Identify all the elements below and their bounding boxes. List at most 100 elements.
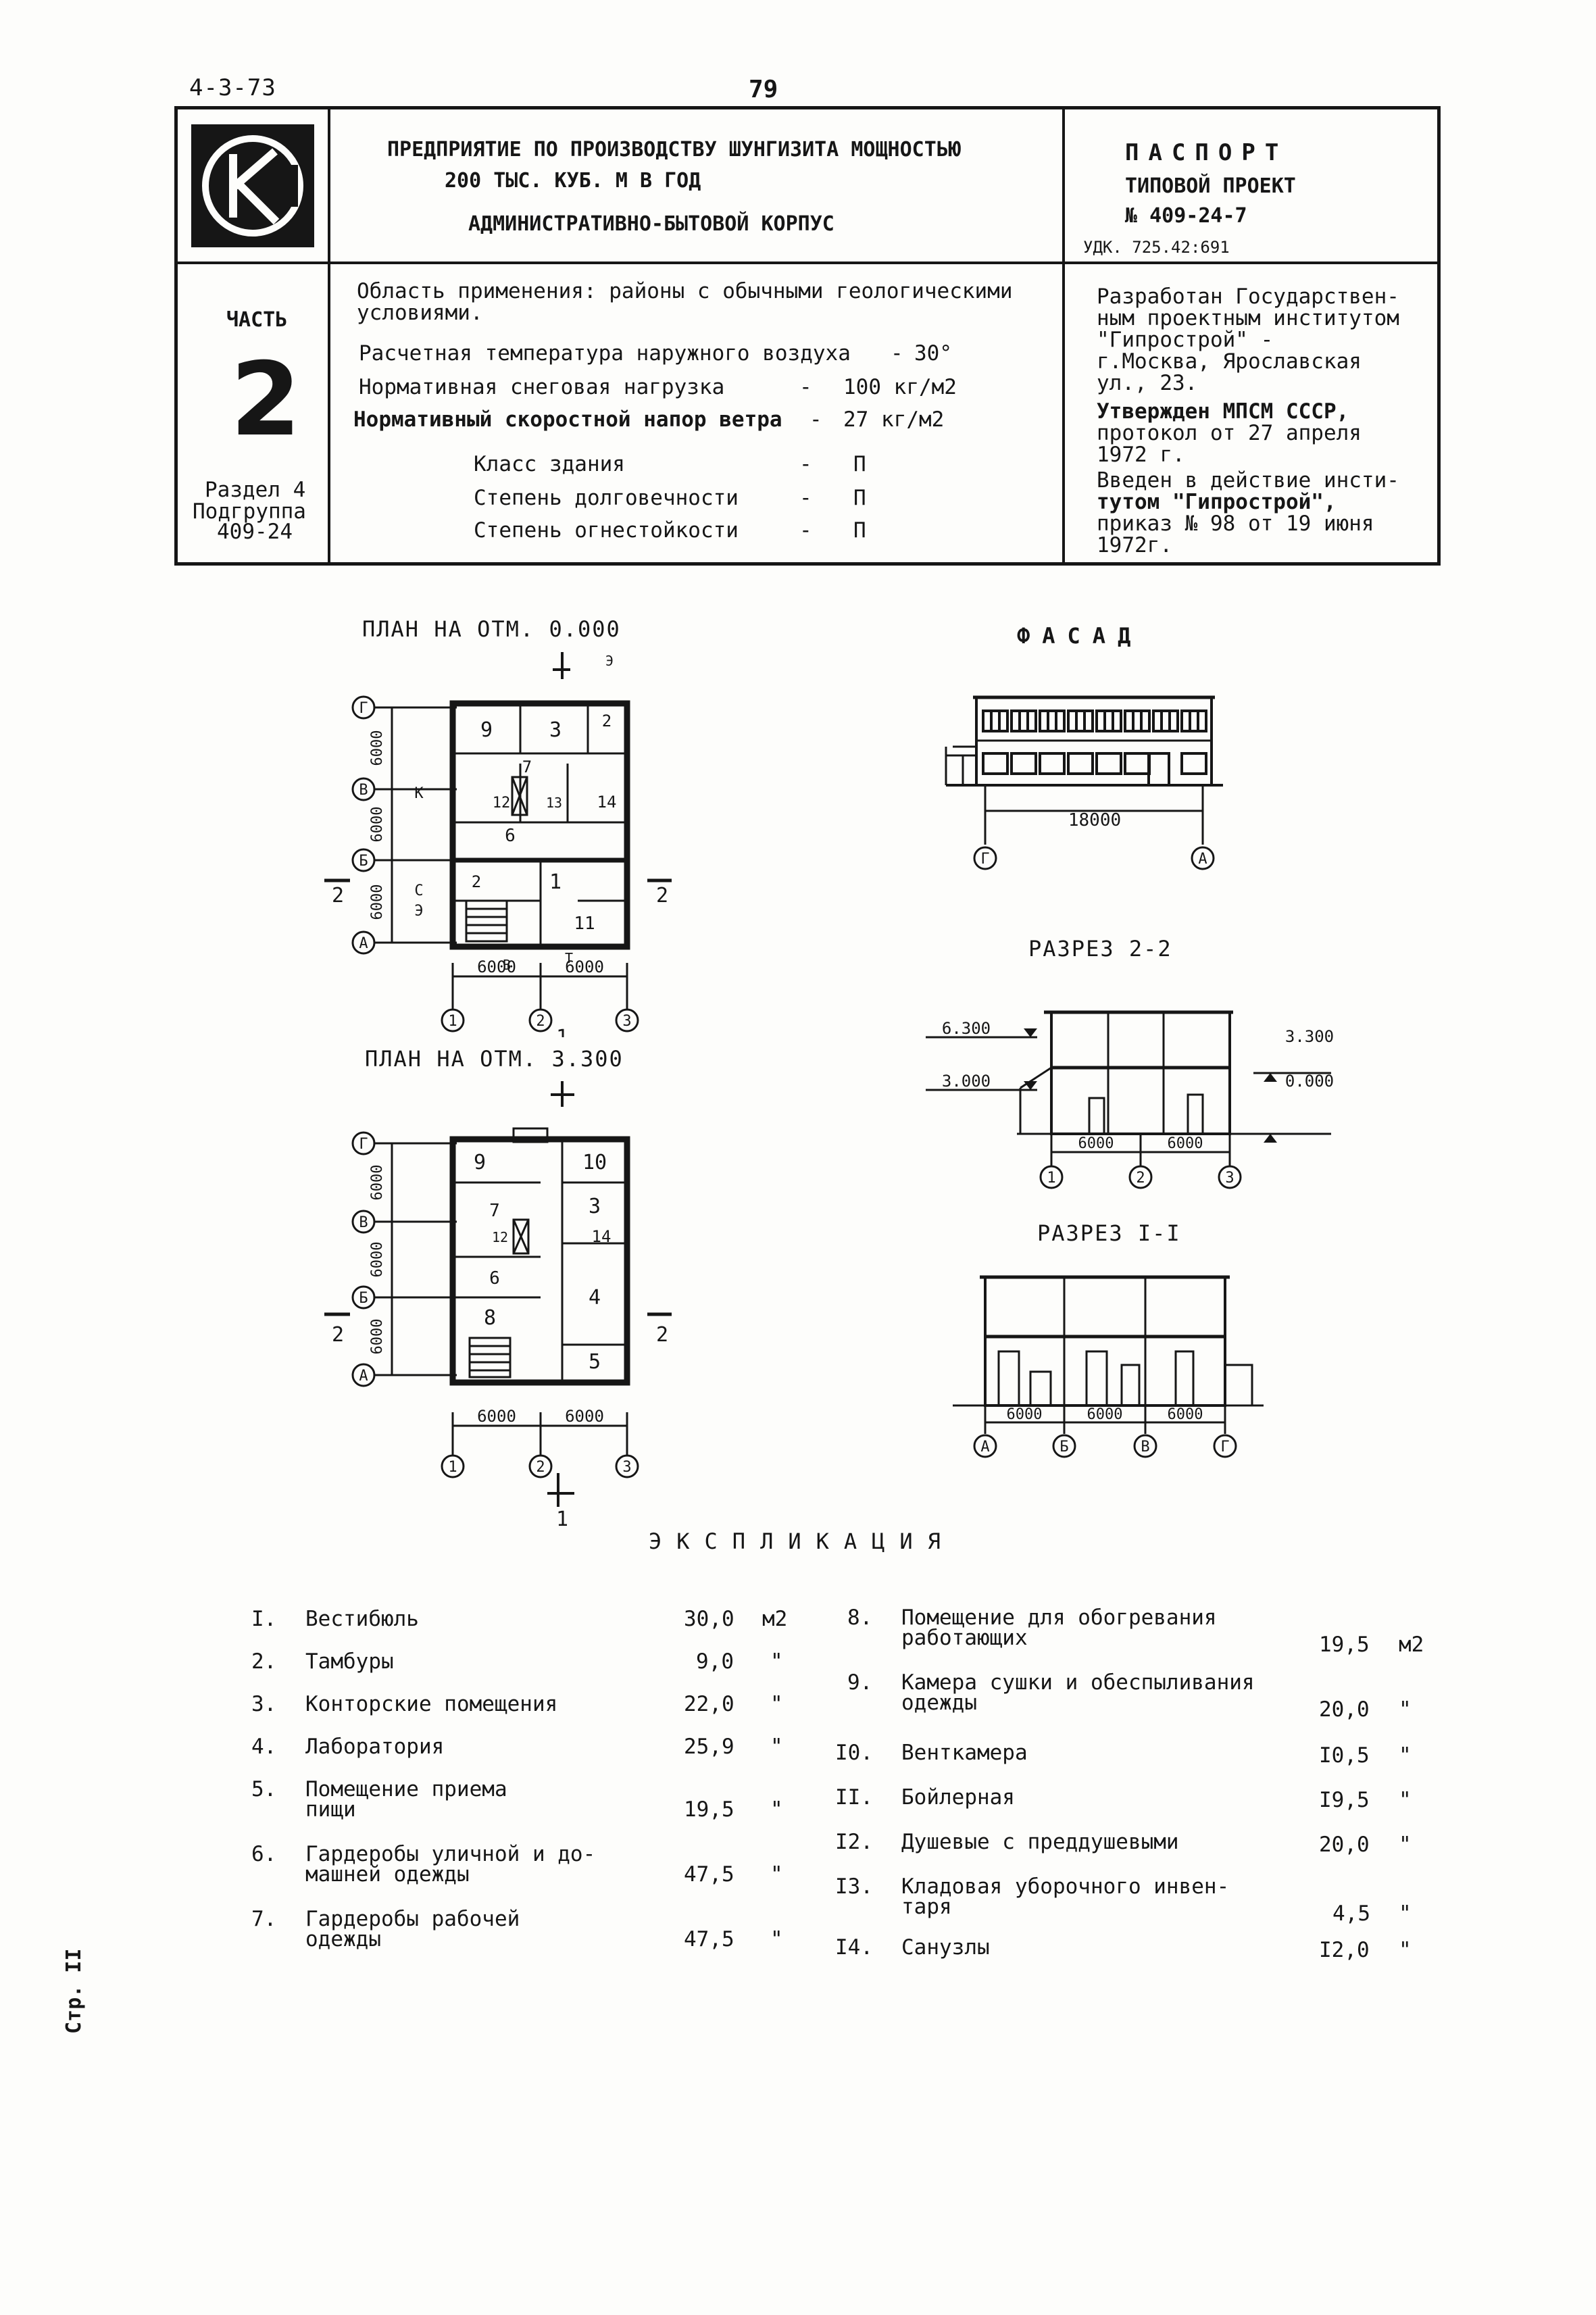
ex-right-name-12: Душевые с преддушевыми [901, 1830, 1179, 1854]
title-stamp: ПРЕДПРИЯТИЕ ПО ПРОИЗВОДСТВУ ШУНГИЗИТА МО… [174, 106, 1441, 566]
plan1-room-13: 13 [546, 795, 562, 811]
ex-left-area-3: 22,0 [684, 1692, 734, 1716]
plan2-dim-v2: 6000 [369, 1242, 386, 1278]
plan2-axis-A: А [359, 1368, 368, 1385]
ex-right-unit-8: м2 [1399, 1633, 1424, 1657]
ex-left-unit-7: " [770, 1927, 783, 1951]
ex-right-name-8: Помещение для обогревания [901, 1605, 1217, 1630]
page-number: 79 [749, 76, 778, 103]
s22-axis-3: 3 [1225, 1170, 1234, 1187]
ck-logo-icon [191, 124, 314, 247]
ex-left-area-1: 30,0 [684, 1607, 734, 1631]
plan1-dim-left: 6000 [477, 957, 516, 976]
ex-left-unit-5: " [770, 1797, 783, 1822]
plan2-cut-right: 2 [656, 1323, 668, 1347]
section22-title: РАЗРЕЗ 2-2 [1028, 936, 1172, 962]
ex-left-num-7: 7. [251, 1907, 277, 1931]
s11-dim-1: 6000 [1007, 1406, 1043, 1423]
ex-left-num-5: 5. [251, 1777, 277, 1801]
ex-left-name2-6: машней одежды [305, 1862, 470, 1887]
plan2-title: ПЛАН НА ОТМ. 3.300 [365, 1046, 624, 1072]
part-number: 2 [230, 341, 301, 459]
ex-right-num-8: 8. [847, 1605, 873, 1630]
plan2-room-4: 4 [589, 1286, 601, 1310]
facade-axis-A: А [1198, 851, 1207, 868]
ex-right-name2-13: таря [901, 1895, 952, 1919]
ex-right-area-12: 20,0 [1319, 1833, 1370, 1857]
plan2-axis-G: Г [359, 1136, 368, 1153]
udk-code: УДК. 725.42:691 [1083, 238, 1230, 257]
facade-title: ФАСАД [1017, 623, 1143, 649]
plan2-room-3: 3 [589, 1195, 601, 1218]
ex-right-name-9: Камера сушки и обеспыливания [901, 1670, 1255, 1695]
ex-left-unit-4: " [770, 1735, 783, 1759]
plan1-axis-1: 1 [448, 1013, 457, 1030]
ex-right-name-10: Венткамера [901, 1741, 1028, 1765]
param-temperature-label: Расчетная температура наружного воздуха [359, 341, 851, 366]
ex-right-unit-11: " [1399, 1788, 1412, 1812]
plan2-cut-left: 2 [332, 1323, 344, 1347]
explication-title: ЭКСПЛИКАЦИЯ [649, 1528, 955, 1554]
s11-dim-3: 6000 [1168, 1406, 1203, 1423]
scope-line1: Область применения: районы с обычными ге… [357, 279, 1013, 303]
plan1-cut-bottom: 1 [556, 1026, 568, 1037]
intro-line1: Введен в действие инсти- [1097, 468, 1399, 493]
s22-mark-3300: 3.300 [1285, 1027, 1334, 1046]
ex-left-num-2: 2. [251, 1649, 277, 1674]
plan1-letter-k: К [414, 785, 424, 802]
plan1-axis-3: 3 [622, 1013, 631, 1030]
ex-right-unit-9: " [1399, 1697, 1412, 1722]
ex-left-name-7: Гардеробы рабочей [305, 1907, 520, 1931]
ex-right-area-9: 20,0 [1319, 1697, 1370, 1722]
intro-line4: 1972г. [1097, 533, 1172, 557]
class-durability-dash: - [799, 486, 812, 510]
plan1-room-6: 6 [505, 826, 516, 846]
plan1-room-11: 11 [574, 914, 595, 934]
ex-left-area-4: 25,9 [684, 1735, 734, 1759]
plan1-axis-G: Г [359, 700, 368, 717]
section-line3: 409-24 [217, 520, 293, 544]
ex-right-num-9: 9. [847, 1670, 873, 1695]
facade-drawing: Г А 18000 [945, 695, 1223, 870]
plan1-room-7: 7 [522, 757, 532, 776]
s22-dim-right: 6000 [1168, 1135, 1203, 1152]
plan2-axis-1: 1 [448, 1459, 457, 1476]
ex-right-name-13: Кладовая уборочного инвен- [901, 1874, 1230, 1899]
class-building-dash: - [799, 452, 812, 476]
plan2-dim-right: 6000 [565, 1407, 604, 1426]
ex-left-name-5: Помещение приема [305, 1777, 507, 1801]
param-snow-dash: - [799, 375, 812, 399]
ex-left-name-6: Гардеробы уличной и до- [305, 1842, 596, 1866]
plan2-room-6: 6 [489, 1268, 500, 1289]
s11-axis-V: В [1141, 1439, 1149, 1455]
ex-right-unit-14: " [1399, 1938, 1412, 1962]
plan1-drawing: Г В Б А 1 2 3 6000 6000 6000 6000 6000 2… [324, 652, 672, 1037]
ex-right-num-13: I3. [835, 1874, 873, 1899]
dev-line4: г.Москва, Ярославская [1097, 349, 1362, 374]
plan2-drawing: Г В Б А 1 2 3 6000 6000 6000 6000 6000 2… [324, 1081, 672, 1531]
param-temperature-value: 30° [914, 341, 952, 366]
plan2-room-8: 8 [484, 1306, 496, 1330]
ex-right-name-14: Санузлы [901, 1935, 990, 1960]
ex-left-area-5: 19,5 [684, 1797, 734, 1822]
plan1-dim-v1: 6000 [369, 730, 386, 766]
ex-right-area-10: I0,5 [1319, 1743, 1370, 1768]
facade-dim: 18000 [1068, 810, 1121, 830]
part-label: ЧАСТЬ [226, 308, 288, 332]
scope-line2: условиями. [357, 301, 483, 325]
plan2-cut-bottom: 1 [556, 1508, 568, 1531]
plan2-axis-2: 2 [536, 1459, 545, 1476]
plan1-room-9: 9 [480, 718, 493, 742]
plan2-room-10: 10 [582, 1151, 607, 1174]
ex-left-name2-5: пищи [305, 1797, 356, 1822]
plan1-title: ПЛАН НА ОТМ. 0.000 [362, 616, 621, 642]
plan2-room-5: 5 [589, 1350, 601, 1374]
plan1-letter-t: Т [565, 950, 573, 966]
class-fire-label: Степень огнестойкости [474, 518, 739, 543]
plan1-letter-e2: Э [605, 653, 614, 669]
stamp-title-line1: ПРЕДПРИЯТИЕ ПО ПРОИЗВОДСТВУ ШУНГИЗИТА МО… [387, 138, 961, 161]
class-fire-value: П [853, 518, 866, 543]
plan2-room-9: 9 [474, 1151, 486, 1174]
ex-right-num-11: II. [835, 1785, 873, 1810]
